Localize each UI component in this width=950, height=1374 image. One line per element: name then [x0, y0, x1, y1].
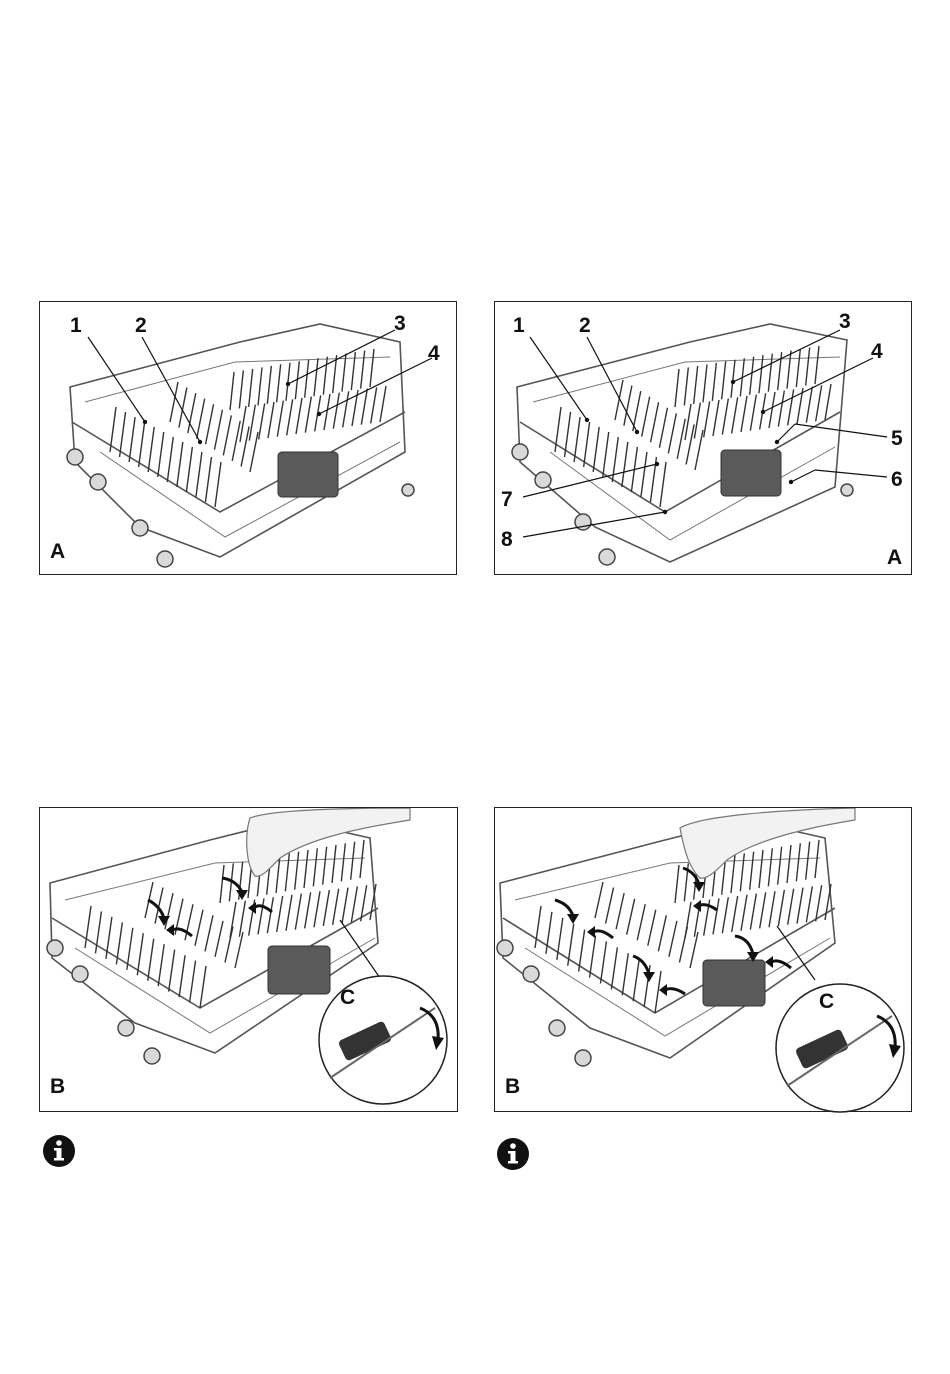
cutlery-basket — [703, 960, 765, 1006]
cutlery-basket — [721, 450, 781, 496]
detail-letter: C — [340, 986, 355, 1009]
fold-tines-illustration: C B — [495, 808, 913, 1113]
callout-label: 4 — [871, 340, 883, 363]
diagram-panel-bottom-left: C B — [39, 807, 458, 1112]
callout-label: 6 — [891, 468, 903, 491]
callout-label: 5 — [891, 427, 903, 450]
dish-rack-illustration: 1 2 3 4 A — [40, 302, 458, 576]
detail-letter: C — [819, 990, 834, 1013]
diagram-panel-top-left: 1 2 3 4 A — [39, 301, 457, 575]
diagram-panel-bottom-right: C B — [494, 807, 912, 1112]
panel-letter: B — [505, 1075, 520, 1098]
info-icon — [496, 1137, 530, 1171]
fold-tines-illustration: C B — [40, 808, 459, 1113]
panel-letter: B — [50, 1075, 65, 1098]
callout-label: 1 — [70, 314, 82, 337]
callout-label: 1 — [513, 314, 525, 337]
hand — [680, 808, 855, 878]
diagram-panel-top-right: 1 2 3 4 5 6 7 8 A — [494, 301, 912, 575]
callout-label: 2 — [135, 314, 147, 337]
callout-label: 7 — [501, 488, 513, 511]
panel-letter: A — [50, 540, 65, 563]
callout-label: 4 — [428, 342, 440, 365]
callout-label: 8 — [501, 528, 513, 551]
callout-label: 3 — [394, 312, 406, 335]
dish-rack-illustration: 1 2 3 4 5 6 7 8 A — [495, 302, 913, 576]
hand — [247, 808, 410, 876]
cutlery-basket — [278, 452, 338, 497]
callout-label: 2 — [579, 314, 591, 337]
panel-letter: A — [887, 546, 902, 569]
callout-label: 3 — [839, 310, 851, 333]
info-icon — [42, 1134, 76, 1168]
cutlery-basket — [268, 946, 330, 994]
